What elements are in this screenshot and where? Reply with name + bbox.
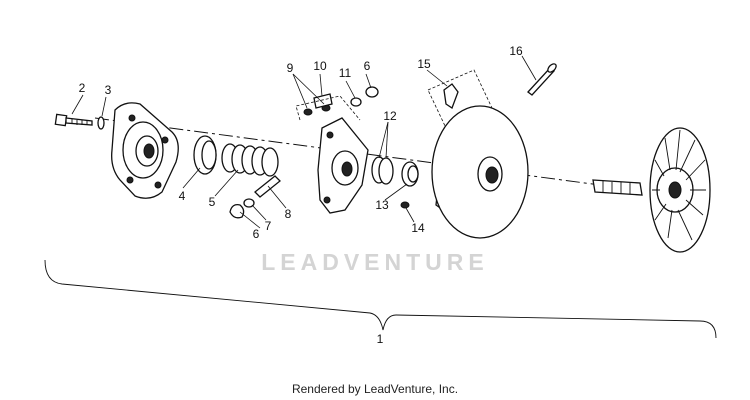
- callout-5: 5: [209, 195, 216, 209]
- part-cover[interactable]: [111, 102, 179, 199]
- part-bolt-16[interactable]: [527, 62, 558, 96]
- part-sheave[interactable]: [431, 105, 529, 239]
- callout-3: 3: [105, 83, 112, 97]
- leader-lines: [71, 55, 537, 229]
- callout-14: 14: [411, 221, 425, 235]
- callout-6-upper: 6: [364, 59, 371, 73]
- callout-10: 10: [313, 59, 327, 73]
- hardware-group-dash: [295, 95, 361, 121]
- part-nut-11[interactable]: [350, 97, 362, 107]
- assembly-bracket: [44, 259, 717, 339]
- callout-6-lower: 6: [253, 227, 260, 241]
- callout-11: 11: [339, 66, 352, 80]
- callout-8: 8: [285, 207, 292, 221]
- part-rings-12[interactable]: [371, 156, 394, 185]
- part-spider-assembly[interactable]: [317, 117, 369, 214]
- part-washer-3[interactable]: [97, 116, 105, 130]
- callout-labels: 1 2 3 4 5 6 6 7 8 9 10 11 12 13 14 15 16: [79, 44, 523, 346]
- callout-12: 12: [383, 109, 397, 123]
- callout-7: 7: [265, 219, 272, 233]
- part-bushing-10[interactable]: [313, 93, 333, 109]
- part-bolt-2[interactable]: [54, 113, 93, 127]
- callout-4: 4: [179, 189, 186, 203]
- callout-2: 2: [79, 81, 86, 95]
- callout-15: 15: [417, 57, 431, 71]
- part-nut-14[interactable]: [400, 201, 410, 209]
- footer-credit: Rendered by LeadVenture, Inc.: [291, 382, 459, 396]
- callout-9: 9: [287, 61, 294, 75]
- part-cap-6-upper[interactable]: [365, 86, 379, 98]
- part-springs-5[interactable]: [221, 143, 279, 177]
- part-pin-8[interactable]: [254, 175, 281, 198]
- part-cap-6-lower[interactable]: [229, 204, 245, 219]
- callout-1: 1: [377, 332, 384, 346]
- callout-16: 16: [509, 44, 523, 58]
- watermark-text: LEADVENTURE: [261, 249, 489, 275]
- part-fan-shaft[interactable]: [592, 127, 711, 253]
- part-bushing-4[interactable]: [193, 135, 217, 175]
- callout-13: 13: [375, 198, 389, 212]
- part-bushing-13[interactable]: [401, 161, 419, 187]
- part-washer-7[interactable]: [243, 198, 255, 208]
